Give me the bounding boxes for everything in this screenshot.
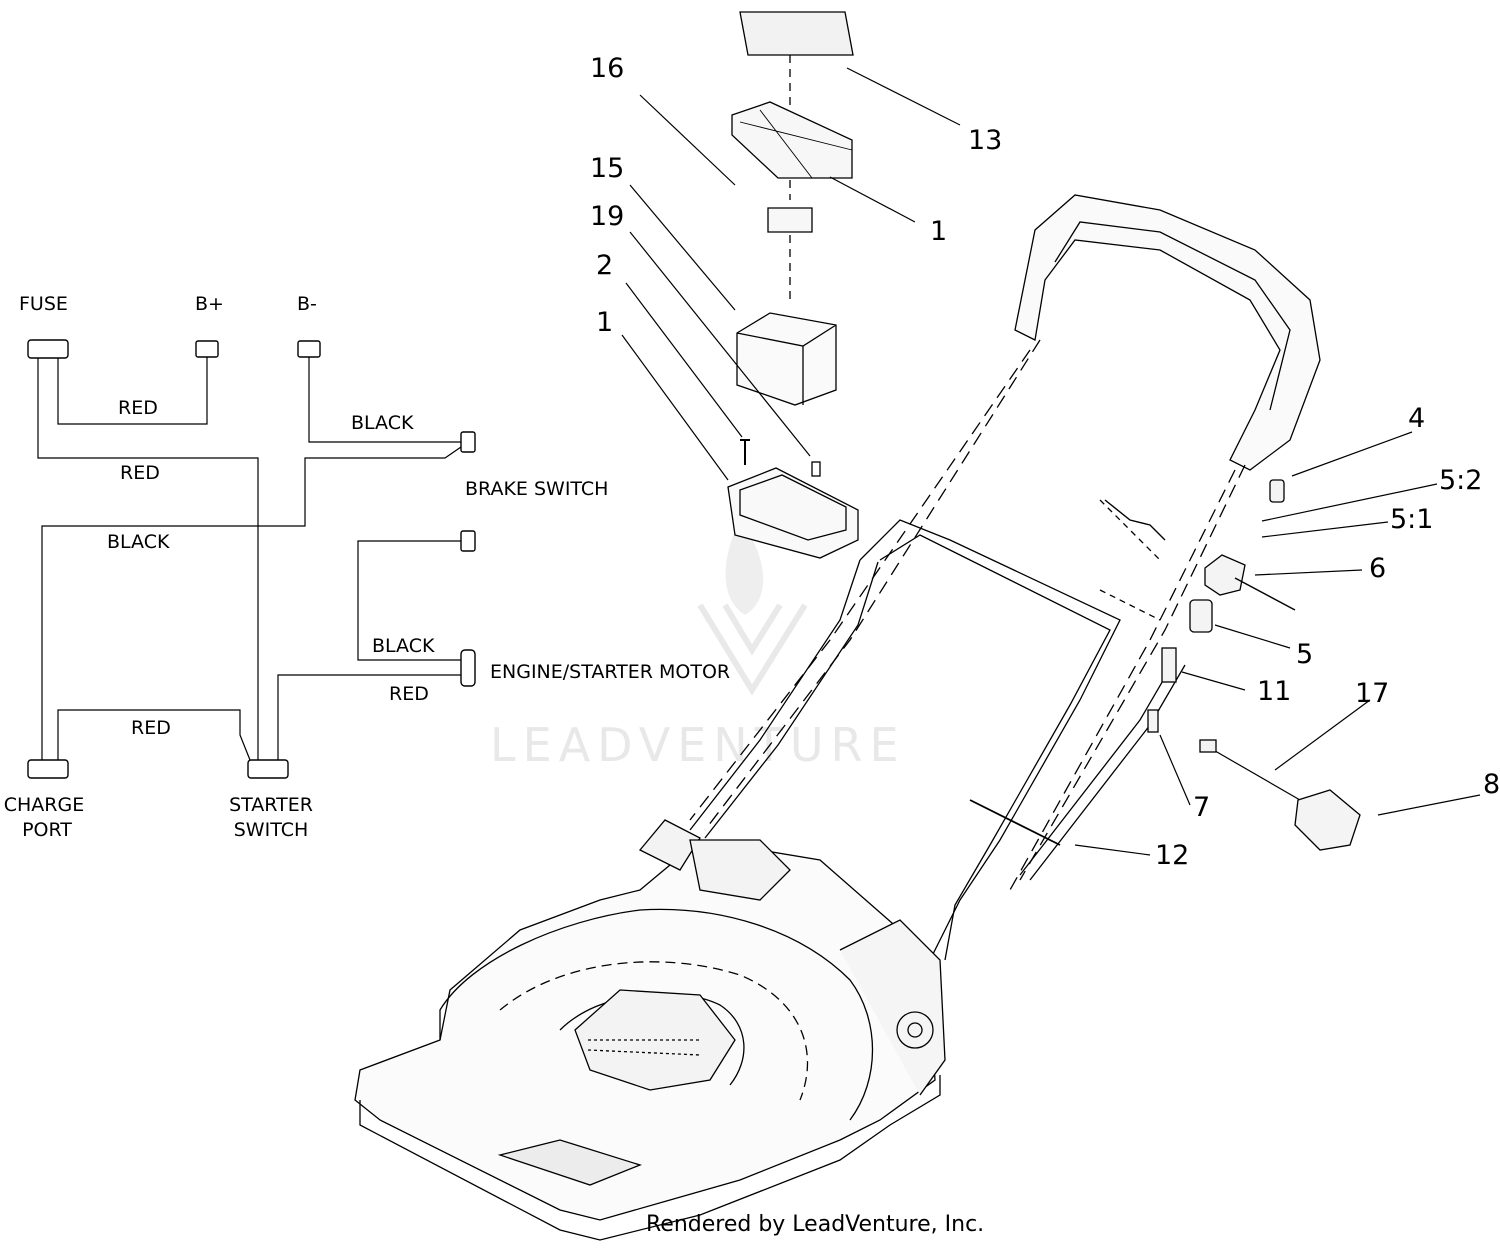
callout-1-left: 1 bbox=[596, 307, 614, 338]
wire-red-1-label: RED bbox=[118, 397, 158, 419]
clip-part bbox=[811, 461, 821, 477]
callout-17: 17 bbox=[1355, 678, 1390, 709]
battery-cover-part bbox=[731, 101, 853, 179]
exploded-parts bbox=[354, 11, 1481, 1241]
foam-pad-part bbox=[767, 207, 813, 233]
wire-black-2-label: BLACK bbox=[107, 531, 170, 553]
fuse-label: FUSE bbox=[19, 293, 68, 315]
watermark-text: LEADVENTURE bbox=[490, 718, 906, 772]
brake-switch-terminal-1 bbox=[460, 431, 476, 453]
mower-deck-part bbox=[354, 819, 946, 1241]
brake-switch-terminal-2 bbox=[460, 530, 476, 552]
callout-8: 8 bbox=[1483, 769, 1500, 800]
brake-switch-label: BRAKE SWITCH bbox=[465, 478, 609, 500]
callout-4: 4 bbox=[1408, 403, 1426, 434]
callout-5-1: 5:1 bbox=[1390, 504, 1434, 535]
handle-part bbox=[689, 194, 1321, 961]
b-plus-label: B+ bbox=[195, 293, 224, 315]
starter-switch-part bbox=[1204, 554, 1246, 596]
charge-port-label-line2: PORT bbox=[22, 819, 72, 841]
callout-13: 13 bbox=[968, 125, 1003, 156]
callout-7: 7 bbox=[1193, 792, 1211, 823]
engine-motor-terminal bbox=[460, 649, 476, 687]
callout-5-2: 5:2 bbox=[1439, 465, 1483, 496]
starter-switch-terminal bbox=[247, 759, 289, 779]
starter-switch-label-line1: STARTER bbox=[229, 794, 313, 816]
starter-switch-label-line2: SWITCH bbox=[233, 819, 309, 841]
pin-part bbox=[1147, 709, 1159, 733]
callout-2: 2 bbox=[596, 250, 614, 281]
charger-plug-part bbox=[1199, 739, 1217, 753]
callout-6: 6 bbox=[1369, 553, 1387, 584]
wire-red-3-label: RED bbox=[389, 683, 429, 705]
callout-15: 15 bbox=[590, 153, 625, 184]
b-minus-terminal bbox=[297, 340, 321, 358]
b-plus-terminal bbox=[195, 340, 219, 358]
bracket-part bbox=[1161, 647, 1177, 683]
callout-19: 19 bbox=[590, 201, 625, 232]
charger-part bbox=[1294, 789, 1361, 851]
charge-port-terminal bbox=[27, 759, 69, 779]
wire-red-4-label: RED bbox=[131, 717, 171, 739]
callout-11: 11 bbox=[1257, 676, 1292, 707]
callout-1-top: 1 bbox=[930, 216, 948, 247]
decal-part bbox=[739, 11, 854, 56]
battery-part bbox=[736, 312, 837, 406]
charge-port-label-line1: CHARGE bbox=[3, 794, 85, 816]
b-minus-label: B- bbox=[297, 293, 317, 315]
rendered-by-footer: Rendered by LeadVenture, Inc. bbox=[646, 1212, 985, 1237]
fuse-terminal bbox=[27, 339, 69, 359]
spring-part bbox=[1104, 499, 1166, 541]
callout-5: 5 bbox=[1296, 639, 1314, 670]
screw-part bbox=[740, 439, 750, 465]
wire-black-3-label: BLACK bbox=[372, 635, 435, 657]
callout-12: 12 bbox=[1155, 840, 1190, 871]
battery-tray-part bbox=[727, 467, 859, 559]
connector-part bbox=[1189, 599, 1213, 633]
key-part bbox=[1269, 479, 1285, 503]
wiring-diagram bbox=[27, 339, 476, 779]
callout-16: 16 bbox=[590, 53, 625, 84]
wire-red-2-label: RED bbox=[120, 462, 160, 484]
watermark-logo bbox=[697, 520, 808, 696]
wire-black-1-label: BLACK bbox=[351, 412, 414, 434]
charger-cord-part bbox=[1209, 747, 1301, 801]
engine-starter-motor-label: ENGINE/STARTER MOTOR bbox=[490, 661, 731, 683]
callout-leaders bbox=[621, 67, 1481, 856]
